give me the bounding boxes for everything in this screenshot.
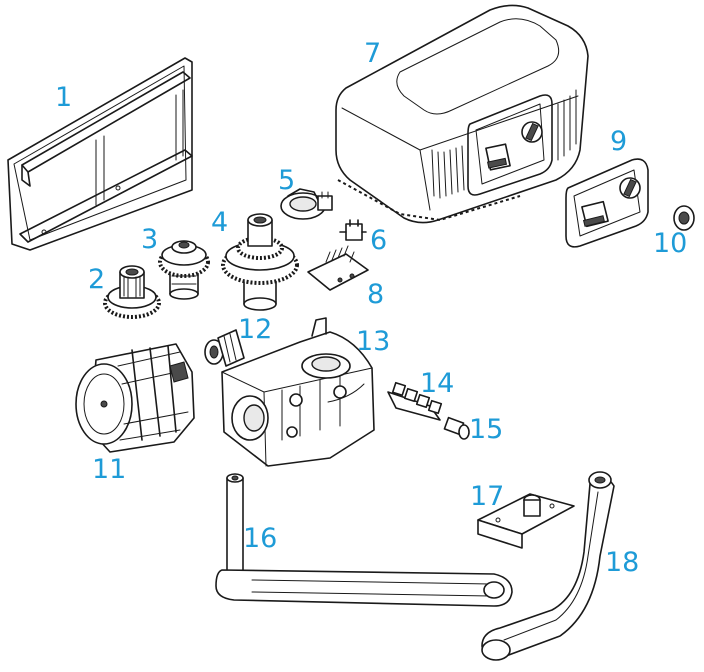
part-5-ring bbox=[280, 188, 333, 220]
part-5-label: 5 bbox=[278, 165, 296, 196]
part-15-label: 15 bbox=[469, 414, 504, 445]
part-1-mounting-bracket bbox=[7, 57, 193, 251]
part-13-label: 13 bbox=[356, 326, 391, 357]
part-12-label: 12 bbox=[238, 314, 273, 345]
part-13-gearbox-housing bbox=[221, 317, 375, 467]
part-18-label: 18 bbox=[605, 547, 640, 578]
part-11-motor bbox=[75, 343, 195, 453]
part-8-circuit-board bbox=[307, 245, 369, 291]
part-6-label: 6 bbox=[370, 225, 388, 256]
part-3-label: 3 bbox=[141, 224, 159, 255]
part-10-label: 10 bbox=[653, 228, 688, 259]
part-1-label: 1 bbox=[55, 82, 73, 113]
part-14-label: 14 bbox=[420, 368, 455, 399]
part-6-connector bbox=[339, 219, 367, 241]
part-10-knob bbox=[673, 205, 695, 231]
part-17-fixing-bracket bbox=[477, 493, 575, 549]
part-7-housing-cover bbox=[335, 4, 589, 224]
part-14-terminal-block bbox=[387, 381, 443, 421]
part-4-label: 4 bbox=[211, 207, 229, 238]
part-7-label: 7 bbox=[364, 38, 382, 69]
part-11-label: 11 bbox=[92, 454, 127, 485]
part-2-label: 2 bbox=[88, 264, 106, 295]
part-9-control-panel bbox=[565, 158, 649, 248]
part-2-gear bbox=[103, 265, 161, 319]
part-17-label: 17 bbox=[470, 481, 505, 512]
part-18-curved-arm bbox=[481, 471, 615, 661]
part-16-label: 16 bbox=[243, 523, 278, 554]
part-15-cable-gland bbox=[443, 416, 470, 440]
part-9-label: 9 bbox=[610, 126, 628, 157]
part-4-gear bbox=[221, 213, 299, 311]
part-3-gear bbox=[158, 240, 210, 300]
part-8-label: 8 bbox=[367, 279, 385, 310]
part-16-straight-arm bbox=[215, 473, 513, 607]
part-12-worm-screw bbox=[204, 329, 245, 367]
